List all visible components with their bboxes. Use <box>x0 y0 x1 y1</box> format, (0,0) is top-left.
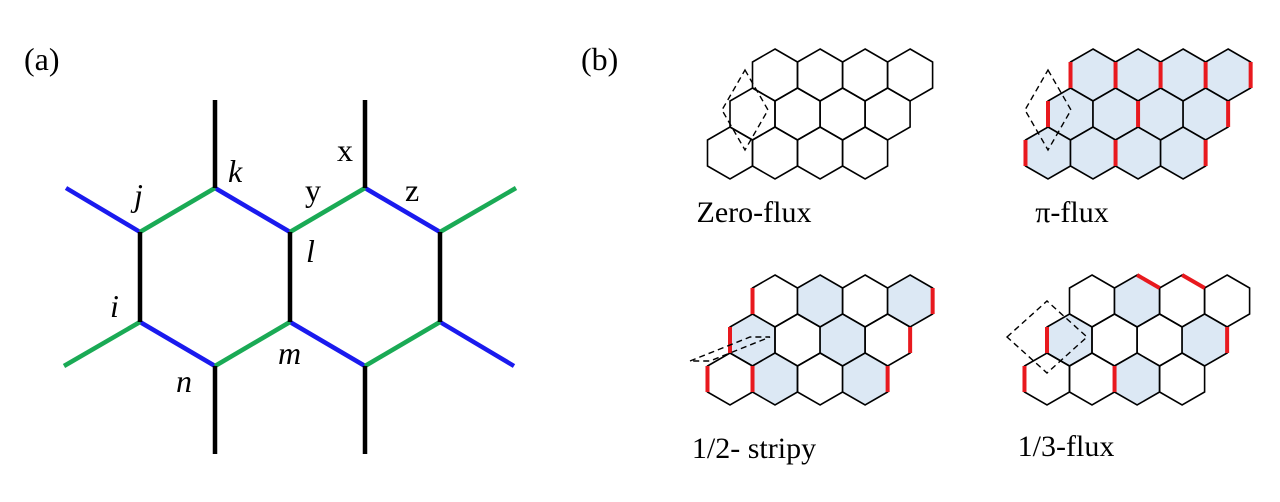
hexagon-cell <box>751 126 799 180</box>
unit-cell-dashed <box>689 336 771 362</box>
hexagon-cell <box>864 87 911 141</box>
unit-cell-dashed <box>721 68 769 152</box>
y-bond <box>138 186 217 234</box>
y-bond <box>363 320 442 368</box>
z-bond <box>64 186 142 234</box>
hexagon-cell <box>841 126 889 180</box>
bond-label-x: x <box>337 132 353 168</box>
y-bond <box>288 186 367 234</box>
hexagon-cell <box>841 48 889 102</box>
hexagon-cell <box>729 87 776 141</box>
bond-label-y: y <box>305 172 321 208</box>
caption-half-stripy: 1/2- stripy <box>692 432 816 465</box>
hexagon-cell <box>751 48 799 102</box>
site-label-k: k <box>228 153 243 189</box>
site-label-n: n <box>176 363 192 399</box>
hexagon-cell <box>1181 313 1228 367</box>
site-label-l: l <box>306 233 315 269</box>
panel-b: (b) Zero-flux π-flux 1/2- stripy 1/3-flu… <box>581 41 1253 465</box>
hexagon-cell <box>706 126 754 180</box>
lattice-third-flux <box>1005 273 1251 406</box>
flux-bond <box>1181 273 1206 290</box>
panel-a: (a) <box>24 41 518 454</box>
z-bond <box>213 186 292 234</box>
caption-zero-flux: Zero-flux <box>697 196 812 229</box>
z-bonds <box>64 186 516 368</box>
bond-label-z: z <box>405 172 419 208</box>
lattice-zero-flux <box>706 48 934 180</box>
lattice-half-stripy <box>689 274 935 406</box>
hexagon-cell <box>774 87 821 141</box>
y-bond <box>438 186 518 234</box>
hexagon-cell <box>819 87 866 141</box>
hexagon-cell <box>886 274 934 328</box>
unit-cell-dashed <box>1005 300 1089 374</box>
site-label-j: j <box>130 177 143 213</box>
hexagon-cell <box>796 48 844 102</box>
site-label-i: i <box>110 288 119 324</box>
hexagon-cell <box>1158 352 1206 406</box>
site-label-m: m <box>278 335 301 371</box>
z-bond <box>438 320 516 368</box>
hexagon-cell <box>1113 352 1161 406</box>
y-bond <box>213 320 292 368</box>
flux-bond <box>1136 273 1161 290</box>
panel-b-label: (b) <box>581 41 618 77</box>
hexagon-cell <box>886 48 934 102</box>
y-bond <box>62 320 142 368</box>
panel-a-label: (a) <box>24 41 60 77</box>
caption-pi-flux: π-flux <box>1035 196 1108 229</box>
y-bonds <box>62 186 518 368</box>
z-bond <box>138 320 217 368</box>
z-bond <box>363 186 442 234</box>
z-bond <box>288 320 367 368</box>
caption-third-flux: 1/3-flux <box>1018 430 1115 463</box>
lattice-pi-flux <box>1023 48 1253 180</box>
x-bonds <box>137 100 443 454</box>
kitaev-lattice <box>62 100 518 454</box>
hexagon-cell <box>796 126 844 180</box>
unit-cell-dashed <box>1024 68 1072 152</box>
